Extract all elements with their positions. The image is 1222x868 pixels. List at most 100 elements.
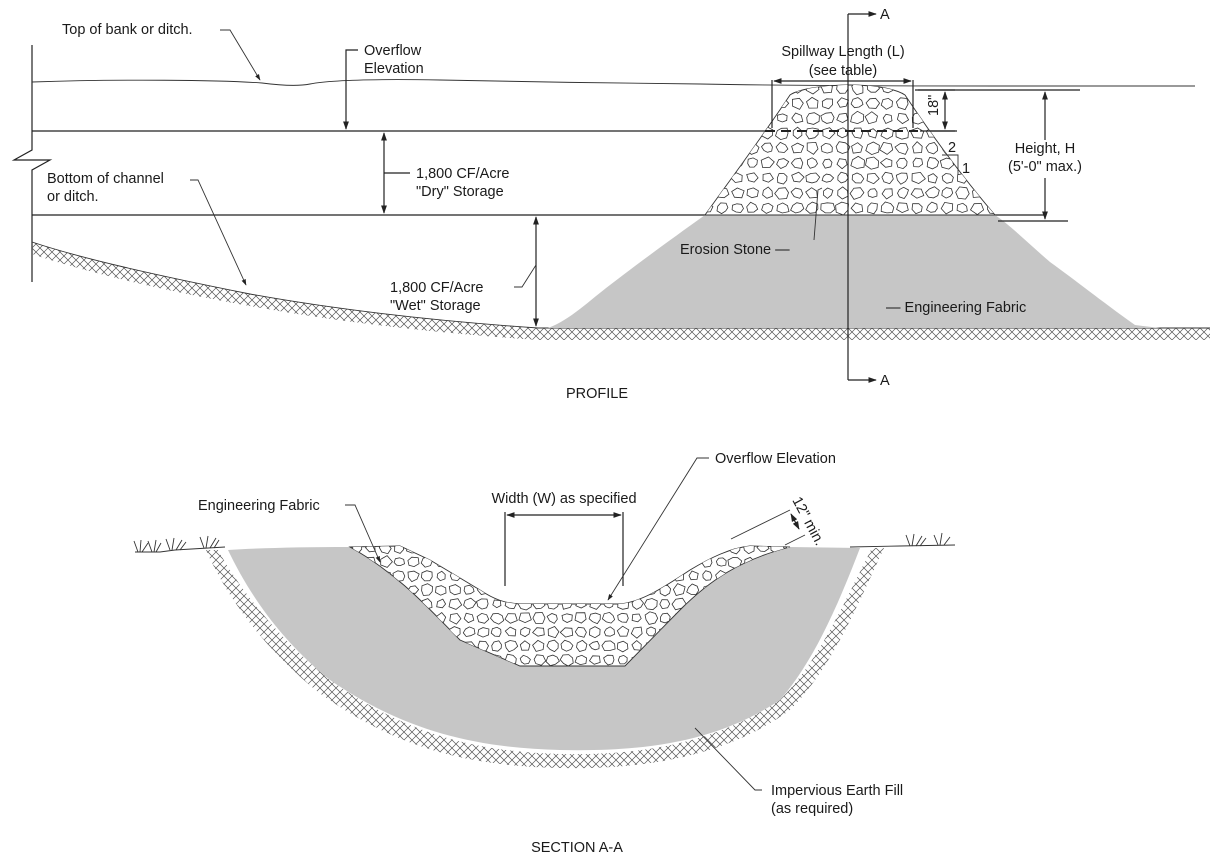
stone-icon (716, 156, 729, 168)
stone-icon (939, 157, 955, 170)
stone-icon (436, 598, 447, 609)
stone-icon (686, 557, 700, 567)
stone-icon (926, 201, 938, 213)
stone-icon (504, 556, 518, 568)
stone-icon (603, 654, 615, 666)
stone-icon (777, 113, 788, 123)
stone-icon (659, 570, 673, 582)
stone-icon (603, 626, 615, 637)
stone-icon (911, 203, 923, 215)
stone-icon (601, 611, 616, 624)
stone-icon (851, 85, 864, 96)
stone-icon (546, 571, 559, 583)
stone-icon (882, 113, 893, 125)
stone-icon (422, 546, 434, 554)
stone-icon (559, 654, 574, 666)
stone-icon (559, 583, 574, 597)
stone-icon (836, 85, 849, 94)
stone-icon (851, 142, 863, 154)
stone-icon (491, 557, 504, 567)
slope-symbol (942, 154, 959, 175)
stone-icon (850, 110, 865, 125)
stone-icon (761, 202, 774, 214)
earth-hatch (206, 548, 884, 769)
stone-icon (956, 142, 969, 153)
stone-icon (955, 186, 970, 200)
stone-icon (448, 584, 461, 596)
stone-icon (532, 612, 546, 624)
stone-icon (546, 639, 559, 653)
stone-icon (463, 597, 477, 610)
stone-icon (850, 97, 864, 109)
stone-icon (644, 570, 657, 581)
stone-icon (925, 142, 939, 155)
erosion-stone-label: Erosion Stone — (680, 242, 790, 258)
stone-icon (820, 142, 833, 154)
stone-icon (941, 110, 954, 124)
stone-icon (970, 111, 984, 124)
stone-icon (775, 141, 789, 153)
stone-icon (851, 172, 865, 184)
height-sub: (5'-0" max.) (1008, 159, 1082, 175)
stone-icon (616, 625, 630, 637)
stone-icon (658, 546, 671, 554)
dry-storage-label: 1,800 CF/Acre (416, 166, 510, 182)
impervious-leader (694, 727, 762, 791)
stone-icon (957, 85, 969, 94)
stone-icon (631, 613, 642, 623)
stone-icon (421, 583, 433, 596)
stone-icon (731, 187, 745, 199)
stone-icon (731, 203, 744, 213)
stone-icon (533, 546, 546, 554)
stone-icon (380, 555, 393, 568)
stone-icon (705, 142, 714, 155)
stone-icon (505, 571, 516, 581)
stone-icon (702, 570, 713, 581)
stone-icon (504, 640, 519, 653)
stone-icon (742, 546, 755, 555)
stone-icon (972, 187, 985, 198)
stone-icon (730, 126, 745, 140)
wet-storage-leader (514, 264, 537, 288)
stone-icon (532, 596, 546, 610)
section-overflow-leader (607, 457, 709, 601)
top-of-bank-leader (220, 29, 261, 81)
stone-icon (461, 556, 475, 568)
stone-icon (574, 654, 588, 666)
impervious-earth-fill (228, 547, 860, 751)
stone-icon (448, 598, 463, 610)
stone-icon (912, 157, 924, 168)
stone-icon (533, 569, 547, 583)
stone-icon (790, 187, 804, 199)
ground-line-right (849, 544, 956, 548)
stone-icon (435, 585, 447, 596)
stone-icon (820, 202, 836, 214)
stone-icon (985, 156, 995, 170)
stone-icon (407, 570, 420, 583)
stone-icon (686, 583, 700, 595)
stone-icon (880, 97, 893, 110)
stone-icon (971, 85, 984, 95)
stone-icon (927, 173, 938, 184)
stone-icon (837, 171, 849, 184)
stone-icon (632, 556, 643, 568)
stone-icon (576, 546, 587, 554)
stone-icon (747, 157, 758, 168)
twelve-ext-top (730, 509, 791, 540)
stone-icon (632, 585, 642, 596)
stone-icon (941, 98, 955, 109)
twelve-ext-bottom (784, 534, 806, 546)
stone-icon (462, 570, 476, 581)
stone-icon (687, 546, 701, 553)
stone-icon (519, 640, 531, 651)
stone-icon (705, 187, 713, 200)
stone-icon (911, 112, 925, 125)
stone-icon (732, 112, 744, 125)
stone-icon (849, 187, 865, 200)
stone-icon (836, 158, 848, 170)
stone-icon (463, 584, 475, 595)
stone-icon (910, 188, 925, 199)
ground-hatch (32, 242, 1210, 340)
stone-icon (519, 654, 531, 665)
stone-icon (518, 571, 530, 582)
